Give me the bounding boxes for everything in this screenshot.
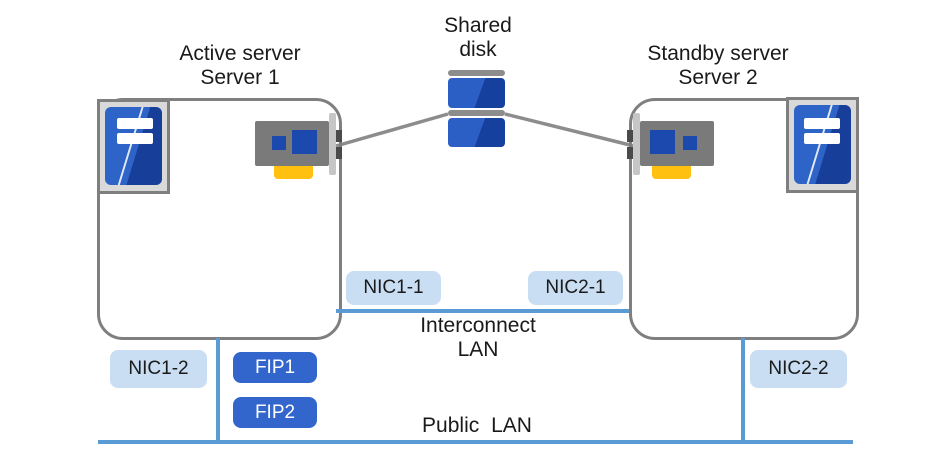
shared-disk-top-bar xyxy=(448,70,505,76)
server2-nic-edge-connector xyxy=(652,165,691,179)
server1-public-link-line xyxy=(216,338,220,442)
interconnect-lan-label: Interconnect LAN xyxy=(403,314,553,362)
server2-nic-port-1 xyxy=(627,130,633,142)
server2-tower-slot-1 xyxy=(804,118,840,129)
server1-tower-slot-1 xyxy=(117,118,153,129)
shared-disk-label-line2: disk xyxy=(459,38,497,61)
server1-nic-edge-connector xyxy=(274,165,313,179)
server2-nic-port-2 xyxy=(627,147,633,159)
public-lan-line xyxy=(98,440,853,444)
shared-disk-platter-2 xyxy=(448,118,505,147)
server1-nic-port-1 xyxy=(336,130,342,142)
standby-server-title: Standby server Server 2 xyxy=(618,42,818,90)
disk-connector-right-line xyxy=(504,112,635,148)
server1-nic-bracket xyxy=(329,113,336,175)
nic1-2-chip: NIC1-2 xyxy=(110,350,207,388)
active-server-title-line1: Active server xyxy=(179,42,301,65)
fip2-badge: FIP2 xyxy=(233,397,317,428)
active-server-title-line2: Server 1 xyxy=(200,66,280,89)
shared-disk-platter-1 xyxy=(448,78,505,108)
server2-public-link-line xyxy=(741,338,745,442)
server1-tower-slot-2 xyxy=(117,133,153,144)
active-server-title: Active server Server 1 xyxy=(140,42,340,90)
server2-tower-body xyxy=(794,105,851,184)
interconnect-lan-line xyxy=(336,309,629,313)
nic1-1-chip: NIC1-1 xyxy=(346,271,441,305)
server2-tower-slot-2 xyxy=(804,133,840,144)
interconnect-lan-label-line1: Interconnect xyxy=(420,314,536,337)
server1-nic-chip-large xyxy=(292,130,317,154)
standby-server-title-line2: Server 2 xyxy=(678,66,758,89)
nic2-1-chip: NIC2-1 xyxy=(528,271,623,305)
server2-nic-chip-small xyxy=(683,136,697,150)
shared-disk-label-line1: Shared xyxy=(444,14,512,37)
server2-nic-bracket xyxy=(633,113,640,175)
standby-server-title-line1: Standby server xyxy=(647,42,789,65)
server1-nic-port-2 xyxy=(336,147,342,159)
fip1-badge: FIP1 xyxy=(233,352,317,383)
shared-disk-middle-bar xyxy=(448,110,505,116)
nic2-2-chip: NIC2-2 xyxy=(750,350,847,388)
public-lan-label: Public LAN xyxy=(422,414,532,437)
shared-disk-label: Shared disk xyxy=(402,14,554,62)
interconnect-lan-label-line2: LAN xyxy=(457,338,499,361)
server2-nic-chip-large xyxy=(650,130,675,154)
server1-nic-chip-small xyxy=(272,136,286,150)
disk-connector-left-line xyxy=(335,112,449,148)
